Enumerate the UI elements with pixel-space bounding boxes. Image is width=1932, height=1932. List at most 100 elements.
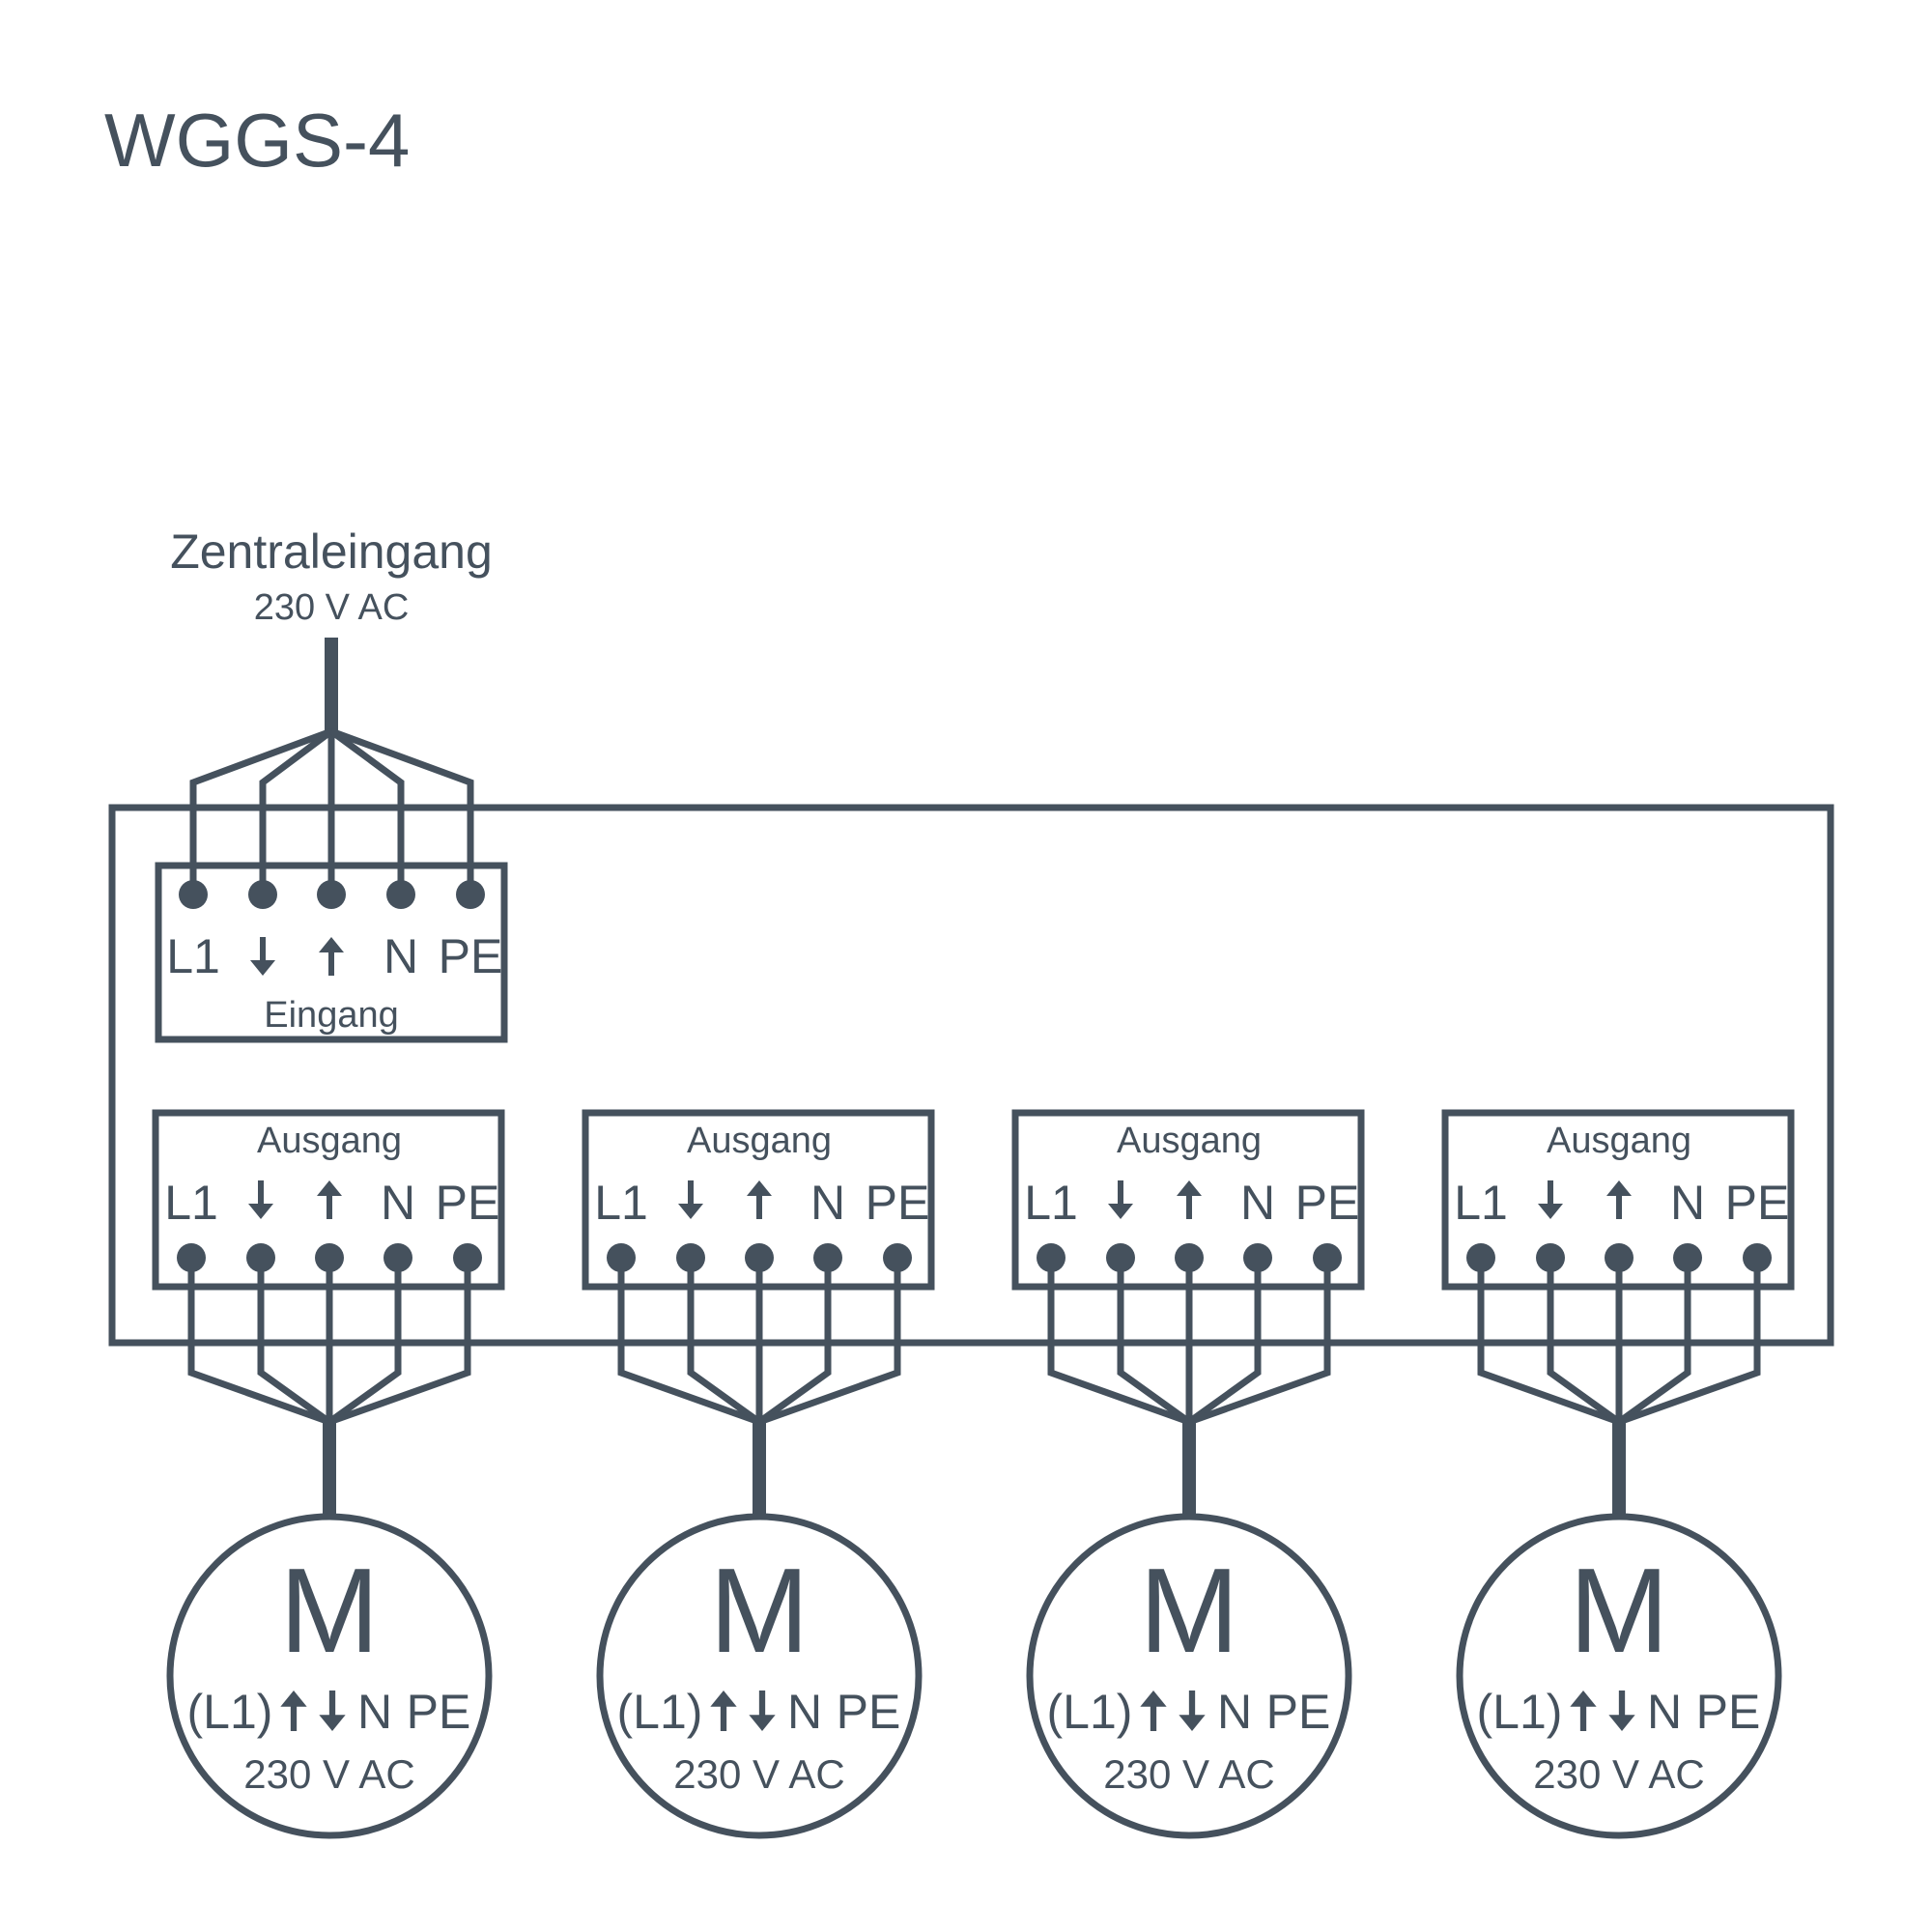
output-2-wire-n: [756, 1258, 832, 1425]
motor-3-symbol: M: [1139, 1545, 1238, 1678]
motor-4-symbol: M: [1569, 1545, 1668, 1678]
output-1-terminal-l1[interactable]: [177, 1243, 206, 1272]
output-2-pin-label-l1: L1: [594, 1176, 648, 1230]
motor-3-terminal-pe: PE: [1266, 1685, 1331, 1739]
motor-2-terminal-n: N: [787, 1685, 822, 1739]
output-3-terminal-up[interactable]: [1175, 1243, 1204, 1272]
input-pin-label-l1: L1: [166, 929, 220, 983]
central-input-label: Zentraleingang: [170, 525, 493, 579]
input-pin-label-n: N: [384, 929, 418, 983]
motor-3-terminal-up-icon: [1140, 1690, 1167, 1731]
output-1-pin-label-up-icon: [317, 1180, 342, 1219]
output-4-pin-label-up-icon: [1606, 1180, 1632, 1219]
motor-1-symbol: M: [279, 1545, 379, 1678]
output-2-pin-label-n: N: [810, 1176, 845, 1230]
output-2-terminal-up[interactable]: [745, 1243, 774, 1272]
output-4-block: [1441, 1109, 1795, 1291]
page-title: WGGS-4: [104, 98, 410, 183]
input-wire-pe: [329, 727, 474, 895]
output-1-pin-label-n: N: [381, 1176, 415, 1230]
output-3-pin-label-down-icon: [1108, 1180, 1133, 1219]
output-4-terminal-down[interactable]: [1536, 1243, 1565, 1272]
output-2-terminal-down[interactable]: [676, 1243, 705, 1272]
input-wire-n: [328, 728, 405, 895]
output-3-pin-label-up-icon: [1177, 1180, 1202, 1219]
input-wire-l1: [189, 727, 333, 895]
motor-2-voltage: 230 V AC: [673, 1751, 844, 1797]
output-2-wire-l1: [617, 1258, 761, 1426]
output-1-terminal-n[interactable]: [384, 1243, 412, 1272]
output-1-pin-label-pe: PE: [436, 1176, 500, 1230]
output-3-pin-label-pe: PE: [1295, 1176, 1360, 1230]
input-terminal-l1[interactable]: [179, 880, 208, 909]
output-2-wire-down: [687, 1258, 762, 1425]
output-4-terminal-pe[interactable]: [1743, 1243, 1772, 1272]
output-1-block: [152, 1109, 505, 1291]
output-3-pin-label-n: N: [1240, 1176, 1275, 1230]
output-2-block: [582, 1109, 935, 1291]
output-3-pin-label-l1: L1: [1024, 1176, 1078, 1230]
output-2-terminal-n[interactable]: [813, 1243, 842, 1272]
motor-4: [1456, 1513, 1782, 1839]
output-3-wire-l1: [1047, 1258, 1191, 1426]
output-1-pin-label-l1: L1: [164, 1176, 218, 1230]
input-wire-down: [259, 728, 334, 895]
output-3-terminal-n[interactable]: [1243, 1243, 1272, 1272]
device-housing: [108, 804, 1834, 1347]
motor-4-terminal-pe: PE: [1696, 1685, 1761, 1739]
output-4-pin-label-down-icon: [1538, 1180, 1563, 1219]
input-terminal-up[interactable]: [317, 880, 346, 909]
output-4-terminal-up[interactable]: [1605, 1243, 1634, 1272]
input-terminal-pe[interactable]: [456, 880, 485, 909]
motor-4-terminal-down-icon: [1608, 1690, 1635, 1731]
motor-1: [166, 1513, 493, 1839]
motor-2: [596, 1513, 923, 1839]
output-3-block-label: Ausgang: [1117, 1121, 1262, 1161]
motor-3-voltage: 230 V AC: [1103, 1751, 1274, 1797]
output-4-pin-label-l1: L1: [1454, 1176, 1508, 1230]
motor-1-terminal-n: N: [357, 1685, 392, 1739]
motor-2-symbol: M: [709, 1545, 809, 1678]
output-1-wire-n: [327, 1258, 402, 1425]
motor-1-terminal-l1: (L1): [187, 1685, 273, 1739]
output-3-terminal-pe[interactable]: [1313, 1243, 1342, 1272]
output-2-pin-label-up-icon: [747, 1180, 772, 1219]
output-3-terminal-l1[interactable]: [1037, 1243, 1065, 1272]
motor-4-terminal-l1: (L1): [1477, 1685, 1563, 1739]
output-2-terminal-pe[interactable]: [883, 1243, 912, 1272]
output-2-pin-label-pe: PE: [866, 1176, 930, 1230]
motor-4-terminal-up-icon: [1570, 1690, 1597, 1731]
output-2-pin-label-down-icon: [678, 1180, 703, 1219]
motor-3-terminal-n: N: [1217, 1685, 1252, 1739]
input-pin-label-up-icon: [319, 937, 344, 976]
motor-3-terminal-down-icon: [1179, 1690, 1206, 1731]
motor-1-voltage: 230 V AC: [243, 1751, 414, 1797]
output-4-wire-down: [1547, 1258, 1622, 1425]
motor-2-terminal-l1: (L1): [617, 1685, 703, 1739]
output-1-terminal-pe[interactable]: [453, 1243, 482, 1272]
output-2-block-label: Ausgang: [687, 1121, 832, 1161]
input-pin-label-pe: PE: [439, 929, 503, 983]
output-4-wire-n: [1616, 1258, 1691, 1425]
central-input-voltage: 230 V AC: [254, 587, 410, 628]
output-4-terminal-l1[interactable]: [1466, 1243, 1495, 1272]
output-1-terminal-up[interactable]: [315, 1243, 344, 1272]
output-4-wire-pe: [1617, 1258, 1761, 1426]
input-terminal-down[interactable]: [248, 880, 277, 909]
output-4-terminal-n[interactable]: [1673, 1243, 1702, 1272]
output-4-pin-label-pe: PE: [1725, 1176, 1790, 1230]
output-1-pin-label-down-icon: [248, 1180, 273, 1219]
output-4-wire-l1: [1477, 1258, 1621, 1426]
output-3-wire-pe: [1187, 1258, 1331, 1426]
output-1-wire-down: [257, 1258, 332, 1425]
motor-1-terminal-pe: PE: [407, 1685, 471, 1739]
motor-2-terminal-pe: PE: [837, 1685, 901, 1739]
output-3-terminal-down[interactable]: [1106, 1243, 1135, 1272]
input-terminal-n[interactable]: [386, 880, 415, 909]
output-2-terminal-l1[interactable]: [607, 1243, 636, 1272]
motor-4-voltage: 230 V AC: [1533, 1751, 1704, 1797]
output-1-block-label: Ausgang: [257, 1121, 402, 1161]
output-1-terminal-down[interactable]: [246, 1243, 275, 1272]
output-4-block-label: Ausgang: [1547, 1121, 1691, 1161]
output-2-wire-pe: [757, 1258, 901, 1426]
